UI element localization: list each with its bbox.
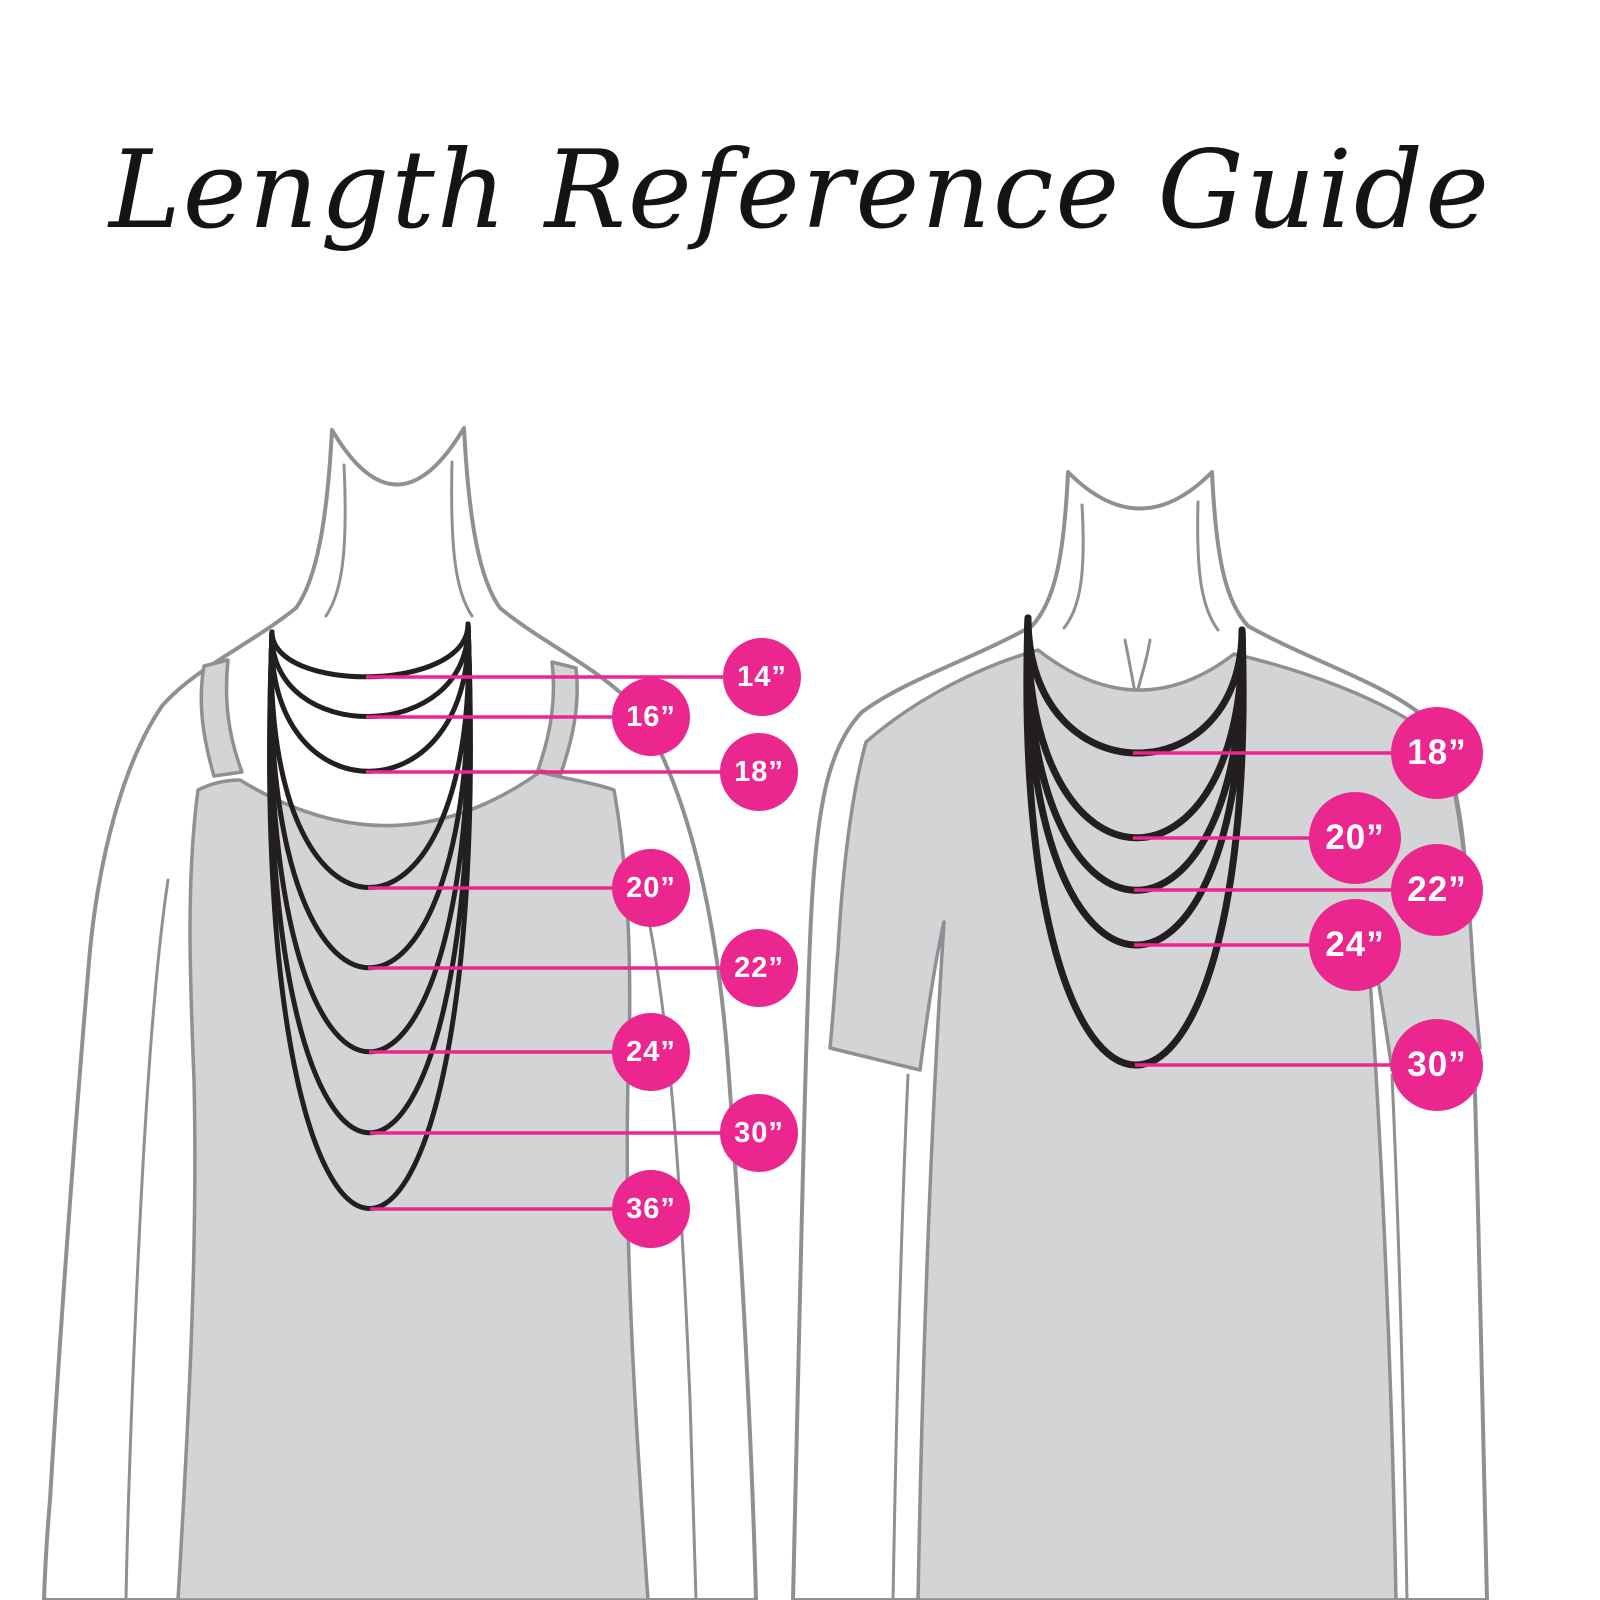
woman-dress-strap-right bbox=[536, 660, 579, 778]
woman-neck-line-left bbox=[324, 463, 347, 618]
length-badge-men-30in: 30” bbox=[1391, 1019, 1483, 1111]
length-badge-women-36in: 36” bbox=[612, 1170, 690, 1248]
woman-figure bbox=[42, 426, 762, 1600]
page-title: Length Reference Guide bbox=[109, 128, 1491, 253]
woman-inner-arm-line-left bbox=[124, 878, 170, 1600]
woman-dress-strap-left bbox=[199, 658, 244, 778]
length-badge-women-18in: 18” bbox=[720, 733, 798, 811]
length-badge-men-24in: 24” bbox=[1309, 899, 1401, 991]
length-badge-women-20in: 20” bbox=[612, 849, 690, 927]
length-badge-women-24in: 24” bbox=[612, 1013, 690, 1091]
woman-dress bbox=[176, 770, 650, 1600]
length-badge-men-18in: 18” bbox=[1391, 707, 1483, 799]
length-badge-women-16in: 16” bbox=[612, 678, 690, 756]
length-badge-men-22in: 22” bbox=[1391, 844, 1483, 936]
woman-neck-line-right bbox=[450, 460, 474, 618]
length-badge-women-30in: 30” bbox=[720, 1094, 798, 1172]
man-neck-line-left bbox=[1062, 503, 1085, 630]
woman-inner-arm-line-right bbox=[638, 878, 698, 1600]
man-figure bbox=[791, 470, 1489, 1600]
length-badge-men-20in: 20” bbox=[1309, 792, 1401, 884]
man-inner-arm-line-right bbox=[1390, 1073, 1409, 1600]
length-badge-women-14in: 14” bbox=[723, 638, 801, 716]
length-badge-women-22in: 22” bbox=[720, 929, 798, 1007]
man-inner-arm-line-left bbox=[891, 1073, 910, 1600]
man-neck-line-right bbox=[1196, 500, 1220, 632]
